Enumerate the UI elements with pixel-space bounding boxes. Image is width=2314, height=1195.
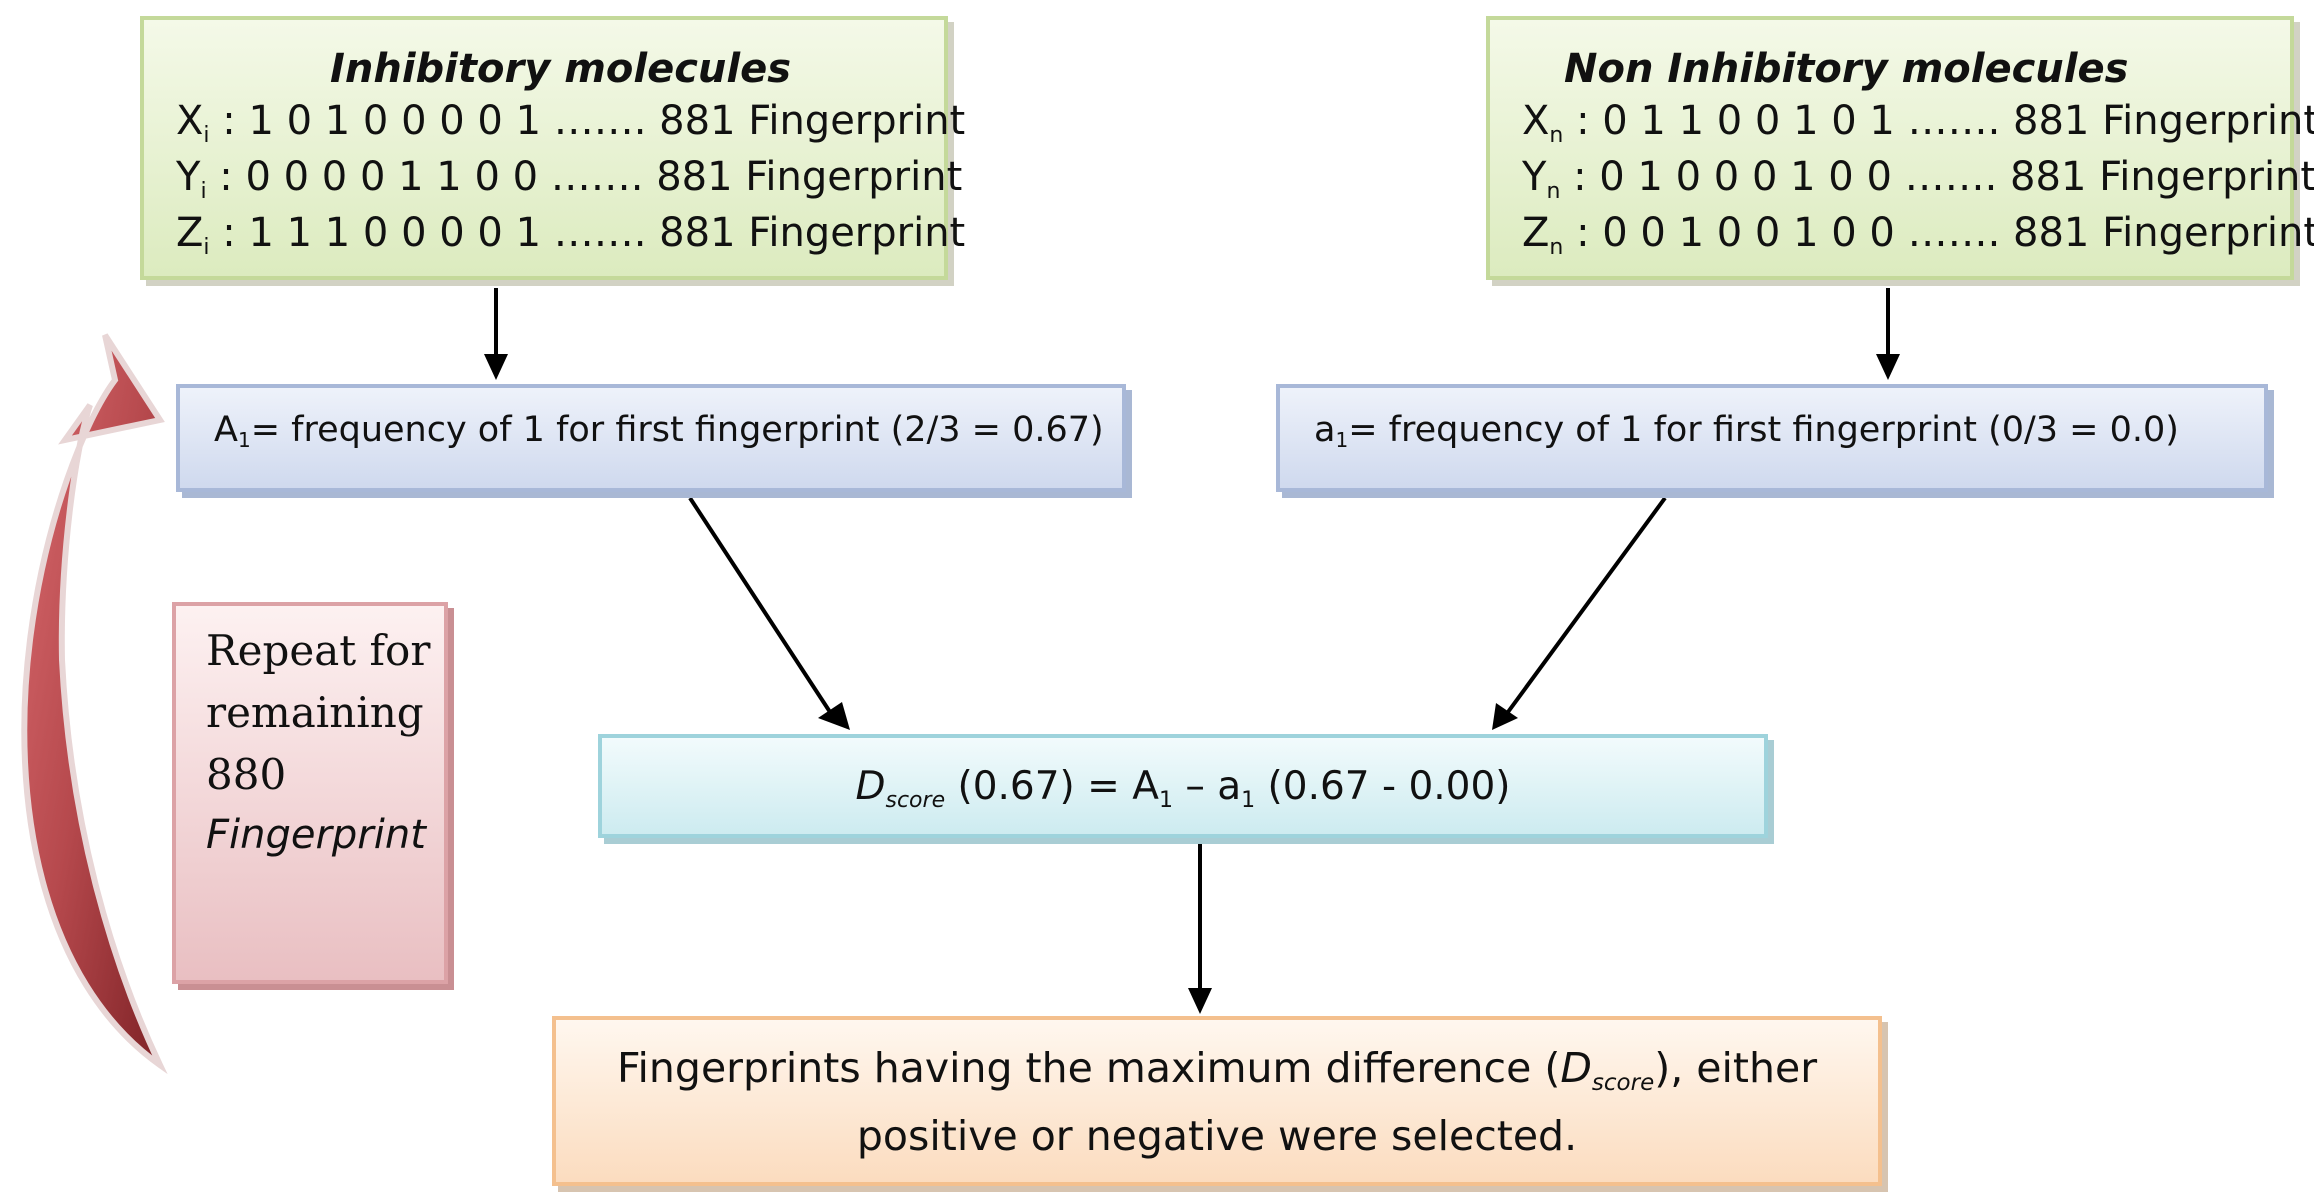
fingerprint-row-zn: Zn : 0 0 1 0 0 1 0 0 ……. 881 Fingerprint bbox=[1522, 210, 2314, 260]
arrow-inhibitory-to-freq bbox=[484, 288, 508, 380]
result-line-2: positive or negative were selected. bbox=[856, 1112, 1578, 1160]
fingerprint-row-xi: Xi : 1 0 1 0 0 0 0 1 ……. 881 Fingerprint bbox=[176, 98, 966, 148]
repeat-curved-arrow bbox=[21, 333, 168, 1075]
dscore-formula: Dscore (0.67) = A1 – a1 (0.67 - 0.00) bbox=[855, 764, 1511, 813]
inhibitory-molecules-box: Inhibitory molecules Xi : 1 0 1 0 0 0 0 … bbox=[140, 16, 965, 280]
fingerprint-row-yn: Yn : 0 1 0 0 0 1 0 0 ……. 881 Fingerprint bbox=[1522, 154, 2314, 204]
fingerprint-row-yi: Yi : 0 0 0 0 1 1 0 0 ……. 881 Fingerprint bbox=[176, 154, 963, 204]
frequency-non-inhibitory-box: a1= frequency of 1 for first fingerprint… bbox=[1276, 384, 2268, 492]
repeat-line-3: 880 bbox=[206, 750, 287, 799]
arrow-noninhibitory-to-freq bbox=[1876, 288, 1900, 380]
repeat-line-4: Fingerprint bbox=[206, 812, 426, 858]
arrow-freq-b-to-dscore bbox=[1492, 496, 1667, 730]
repeat-box: Repeat for remaining 880 Fingerprint bbox=[172, 602, 448, 984]
fingerprint-row-xn: Xn : 0 1 1 0 0 1 0 1 ……. 881 Fingerprint bbox=[1522, 98, 2314, 148]
repeat-line-1: Repeat for bbox=[206, 626, 431, 675]
arrow-freq-a-to-dscore bbox=[688, 496, 850, 730]
fingerprint-row-zi: Zi : 1 1 1 0 0 0 0 1 ……. 881 Fingerprint bbox=[176, 210, 966, 260]
result-line-1: Fingerprints having the maximum differen… bbox=[616, 1044, 1818, 1096]
non-inhibitory-heading: Non Inhibitory molecules bbox=[1564, 46, 2129, 92]
dscore-box: Dscore (0.67) = A1 – a1 (0.67 - 0.00) bbox=[598, 734, 1768, 838]
inhibitory-heading: Inhibitory molecules bbox=[330, 46, 792, 92]
result-box: Fingerprints having the maximum differen… bbox=[552, 1016, 1882, 1186]
arrow-dscore-to-result bbox=[1188, 833, 1212, 1014]
frequency-non-inhibitory-text: a1= frequency of 1 for first fingerprint… bbox=[1314, 410, 2179, 452]
frequency-inhibitory-box: A1= frequency of 1 for first fingerprint… bbox=[176, 384, 1126, 492]
non-inhibitory-molecules-box: Non Inhibitory molecules Xn : 0 1 1 0 0 … bbox=[1486, 16, 2314, 280]
frequency-inhibitory-text: A1= frequency of 1 for first fingerprint… bbox=[214, 410, 1104, 452]
repeat-line-2: remaining bbox=[206, 688, 424, 737]
